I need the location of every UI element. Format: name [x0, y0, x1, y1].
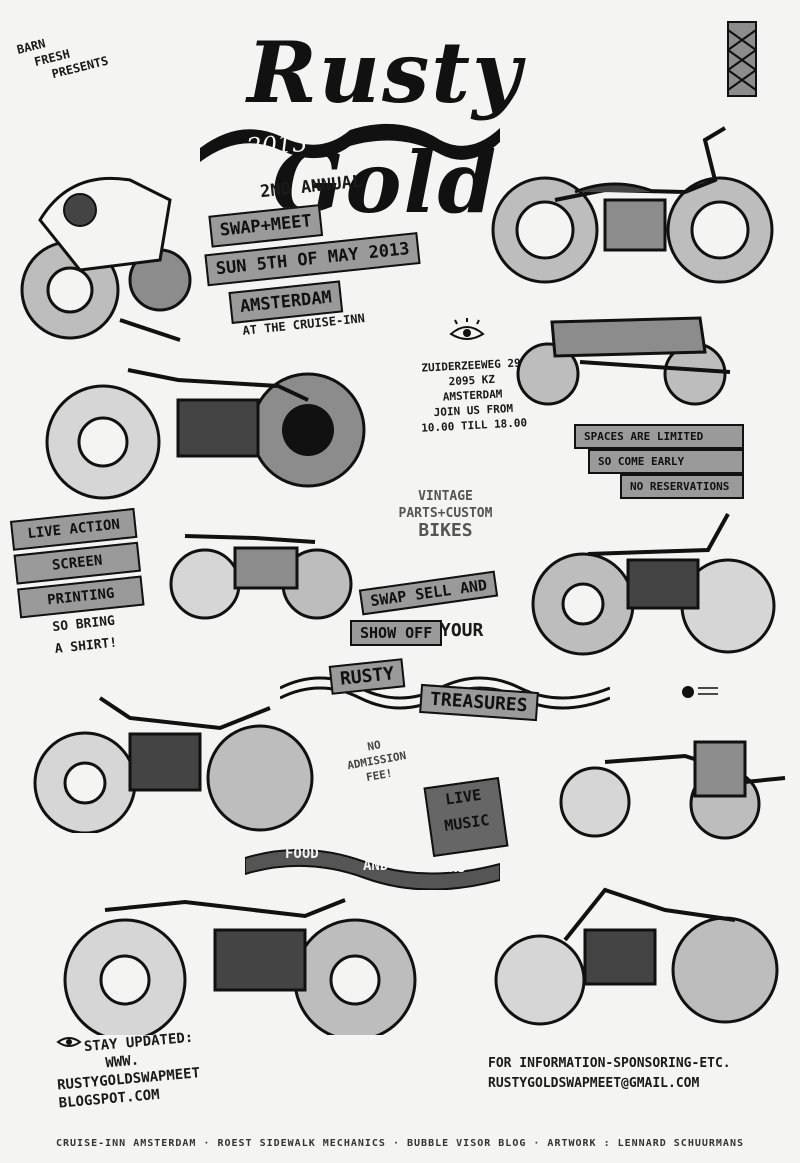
zipper-tag-icon	[727, 21, 757, 97]
motorcycle-illustration	[559, 740, 786, 840]
treasures-line: Treasures	[419, 683, 539, 722]
notice-line: Spaces are limited	[574, 424, 744, 449]
motorcycle-illustration	[63, 898, 417, 1035]
info-block: For information-sponsoring-etc. rustygol…	[488, 1054, 778, 1100]
motorcycle-illustration	[169, 534, 353, 620]
swap-sell-line: Swap sell and	[358, 570, 499, 616]
notice-line: so come early	[588, 449, 744, 474]
presents-text: Barn Fresh Presents	[15, 16, 139, 111]
vintage-line: Bikes	[418, 520, 473, 541]
show-off-line: Show off	[350, 620, 443, 646]
your-line: your	[440, 620, 484, 641]
and-word: and	[363, 858, 389, 874]
poster-title: Rusty Gold	[247, 23, 523, 232]
motorcycle-illustration	[531, 513, 776, 656]
credits-footer: Cruise-Inn Amsterdam · Roest Sidewalk Me…	[55, 1138, 744, 1149]
event-info: 2nd Annual Swap+Meet Sun 5th of May 2013…	[197, 154, 488, 352]
annual-label: 2nd Annual	[259, 171, 364, 203]
vintage-line: Parts+Custom	[398, 506, 493, 521]
notice-line: no reservations	[620, 474, 744, 499]
motorcycle-illustration	[491, 126, 774, 284]
swap-meet-label: Swap+Meet	[208, 204, 324, 248]
reservation-notice: Spaces are limited so come early no rese…	[574, 424, 744, 499]
motorcycle-illustration	[494, 887, 779, 1026]
info-line: For information-sponsoring-etc.	[488, 1056, 731, 1071]
eye-icon	[56, 1037, 82, 1047]
vintage-line: Vintage	[418, 489, 473, 504]
food-word: Food	[285, 846, 319, 862]
screen-printing-block: Live Action Screen Printing So bring a s…	[9, 507, 151, 680]
motorcycle-illustration	[20, 176, 192, 342]
motorcycle-illustration	[45, 368, 366, 500]
vintage-parts-text: Vintage Parts+Custom Bikes	[378, 488, 513, 554]
swap-sell-block: Swap sell and Show off your Rusty Treasu…	[328, 570, 580, 740]
motorcycle-illustration	[516, 316, 731, 406]
food-drinks-text: Food and Drinks	[245, 838, 500, 888]
drinks-word: Drinks	[415, 860, 466, 876]
email-link[interactable]: rustygoldswapmeet@gmail.com	[488, 1076, 700, 1091]
eye-icon	[449, 318, 485, 340]
year-banner-ribbon	[200, 123, 500, 162]
rusty-line: Rusty	[328, 658, 406, 695]
small-helmet-icon	[682, 686, 718, 698]
stay-updated-block: Stay updated: www. rustygoldswapmeet blo…	[53, 1023, 258, 1112]
motorcycle-illustration	[33, 696, 314, 833]
food-banner-ribbon	[245, 848, 500, 890]
admission-text: No Admission Fee!	[333, 732, 422, 805]
